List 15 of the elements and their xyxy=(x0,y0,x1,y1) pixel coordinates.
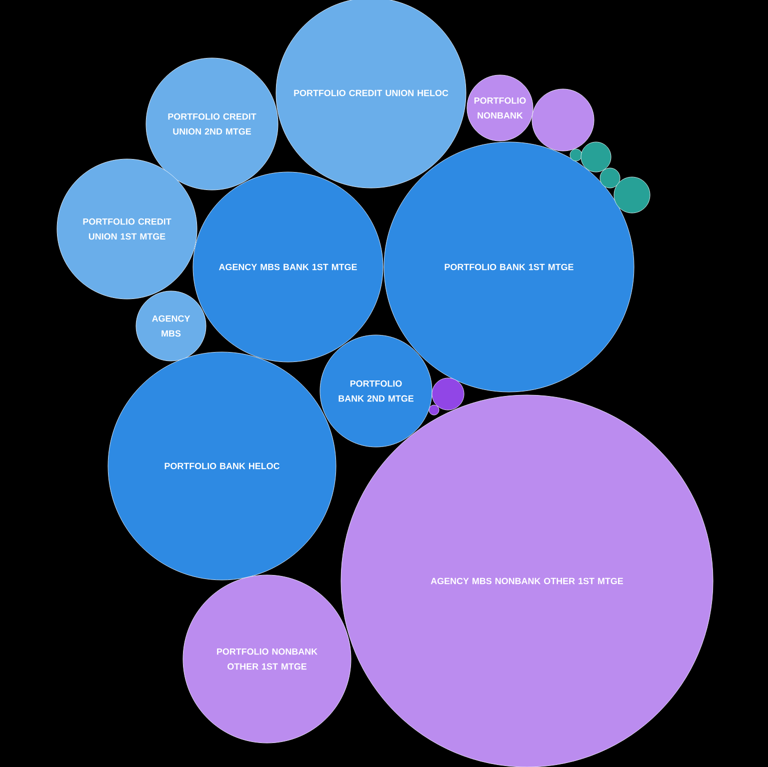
bubble: PORTFOLIO NONBANK xyxy=(466,74,534,142)
bubble: PORTFOLIO BANK HELOC xyxy=(108,352,336,580)
bubble xyxy=(570,148,582,162)
bubble: AGENCY MBS xyxy=(136,290,206,362)
bubble xyxy=(532,88,594,152)
bubble: PORTFOLIO NONBANK OTHER 1ST MTGE xyxy=(182,574,352,744)
bubble: AGENCY MBS BANK 1ST MTGE xyxy=(192,172,384,362)
bubble xyxy=(614,176,650,214)
bubble xyxy=(600,168,620,188)
bubble xyxy=(580,142,612,172)
bubble: PORTFOLIO CREDIT UNION 2ND MTGE xyxy=(146,58,278,190)
bubble xyxy=(432,378,464,410)
bubble: PORTFOLIO BANK 2ND MTGE xyxy=(320,334,432,448)
bubble: PORTFOLIO CREDIT UNION 1ST MTGE xyxy=(56,158,198,300)
bubble xyxy=(428,404,440,416)
